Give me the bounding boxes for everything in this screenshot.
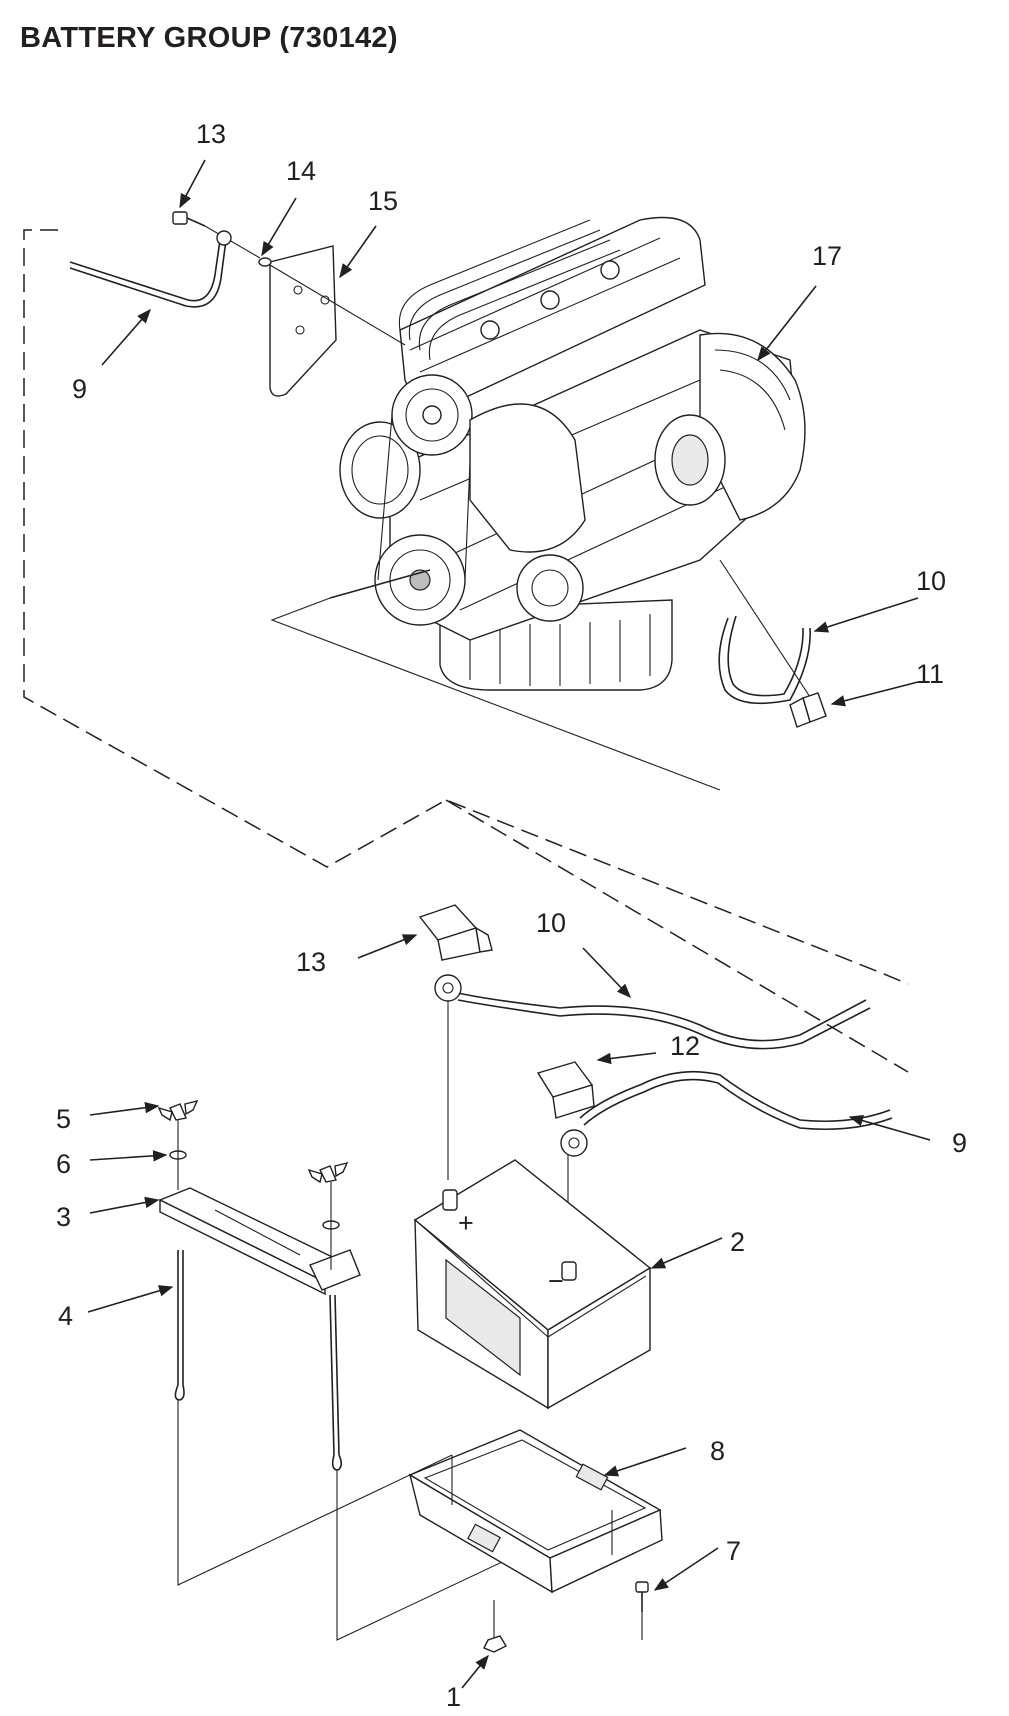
callout-10-lower: 10 <box>536 908 566 938</box>
callout-16: 15 <box>368 186 398 216</box>
callout-2: 2 <box>730 1227 745 1257</box>
ground-cable-9-upper <box>69 230 232 308</box>
leader-lines <box>87 159 931 1689</box>
wing-nut-5 <box>157 1099 349 1184</box>
positive-cable-10-lower <box>434 974 871 1050</box>
starter-cable-10-upper <box>718 559 813 705</box>
bolt-14 <box>172 211 206 227</box>
hold-down-bracket-3 <box>158 1187 361 1296</box>
callout-6: 6 <box>56 1149 71 1179</box>
callout-9-upper: 9 <box>72 374 87 404</box>
battery-tray-8 <box>408 1429 663 1594</box>
terminal-boot-13 <box>418 904 493 961</box>
washer-15 <box>258 257 272 267</box>
callout-14: 13 <box>196 119 226 149</box>
terminal-boot-11 <box>789 692 827 728</box>
callout-7: 7 <box>726 1536 741 1566</box>
j-bolt-4-left <box>174 1250 185 1401</box>
callout-5: 5 <box>56 1104 71 1134</box>
screw-7 <box>635 1581 649 1612</box>
j-bolt-4-right <box>329 1294 343 1471</box>
callout-10-upper: 10 <box>916 566 946 596</box>
terminal-boot-12 <box>536 1061 595 1119</box>
callout-15: 14 <box>286 156 316 186</box>
battery-2: + − <box>413 1159 652 1410</box>
negative-cable-9-lower <box>560 1070 893 1157</box>
engine-assembly <box>269 216 806 691</box>
callout-17: 17 <box>812 241 842 271</box>
callout-13: 13 <box>296 947 326 977</box>
callout-3: 3 <box>56 1202 71 1232</box>
callout-11: 11 <box>916 659 944 689</box>
callout-1: 1 <box>446 1682 461 1712</box>
negative-terminal-mark: − <box>548 1266 564 1296</box>
callout-4: 4 <box>58 1301 73 1331</box>
callout-labels: 13 14 15 9 17 10 11 10 13 12 9 5 6 3 4 2… <box>56 119 967 1712</box>
callout-9-lower: 9 <box>952 1128 967 1158</box>
callout-8: 8 <box>710 1436 725 1466</box>
page-title: BATTERY GROUP (730142) <box>20 22 398 54</box>
positive-terminal-mark: + <box>458 1208 474 1238</box>
nut-1 <box>483 1635 507 1653</box>
callout-12: 12 <box>670 1031 700 1061</box>
routing-dashed-lines <box>23 229 909 1073</box>
